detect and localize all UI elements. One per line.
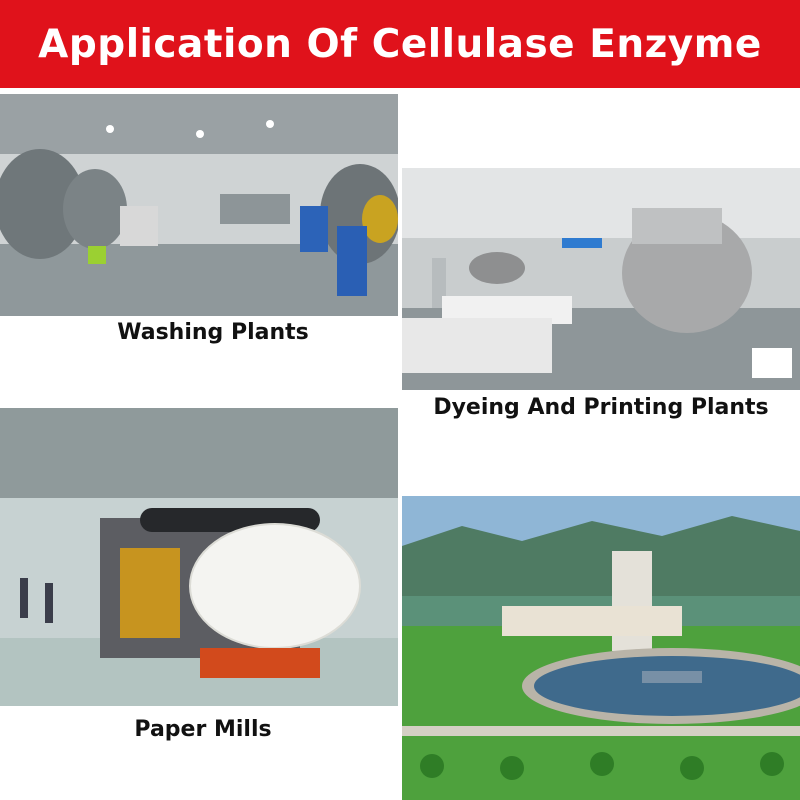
washing-plant-photo xyxy=(0,94,398,316)
page-title: Application Of Cellulase Enzyme xyxy=(38,21,762,67)
title-banner: Application Of Cellulase Enzyme xyxy=(0,0,800,88)
washing-plants-caption: Washing Plants xyxy=(117,320,309,345)
wastewater-treatment-photo xyxy=(402,496,800,800)
dyeing-printing-plants-caption: Dyeing And Printing Plants xyxy=(433,395,769,420)
dyeing-plant-photo xyxy=(402,168,800,390)
paper-mills-caption: Paper Mills xyxy=(134,717,272,742)
paper-mill-photo xyxy=(0,408,398,706)
